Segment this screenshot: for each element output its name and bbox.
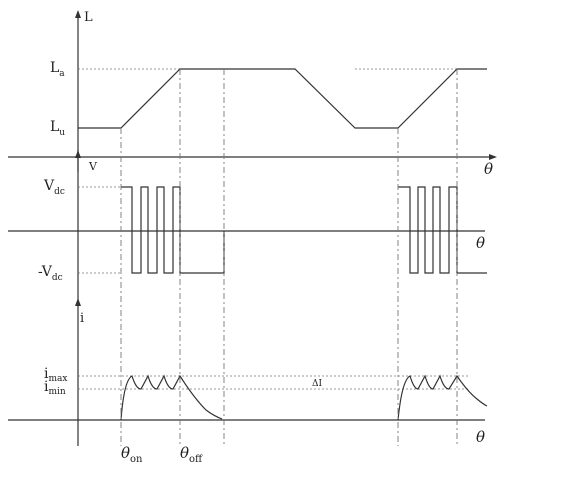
inductance-panel: L La Lu θ	[8, 10, 497, 178]
current-waveform-first	[120, 374, 223, 421]
inductance-axis-arrow	[75, 10, 81, 18]
theta-label-inductance: θ	[484, 160, 493, 178]
current-waveform-second	[397, 374, 488, 421]
level-imax-label: imax	[44, 366, 67, 384]
level-la-label: La	[50, 60, 65, 79]
theta-label-current: θ	[476, 428, 485, 446]
inductance-profile	[78, 68, 487, 129]
voltage-axis-label: V	[88, 160, 98, 173]
current-axis-label: i	[80, 311, 84, 326]
level-imin-label: imin	[44, 379, 66, 397]
level-vdc-label: Vdc	[43, 178, 65, 197]
delta-i-label: ΔI	[312, 379, 322, 389]
theta-on-label: θon	[121, 444, 143, 465]
current-panel: i imax imin ΔI θ	[8, 298, 488, 446]
current-axis-arrow	[75, 298, 81, 306]
voltage-pulse-train-first	[121, 186, 225, 274]
inductance-axis-label: L	[84, 10, 93, 25]
voltage-axis-arrow	[75, 150, 81, 158]
theta-off-label: θoff	[180, 444, 203, 465]
level-lu-label: Lu	[50, 119, 65, 138]
angle-guide-lines	[120, 69, 458, 446]
voltage-panel: V Vdc -Vdc θ	[8, 150, 487, 300]
voltage-pulse-train-second	[398, 186, 487, 274]
theta-axis-inductance-arrow	[489, 154, 497, 160]
level-neg-vdc-label: -Vdc	[38, 264, 63, 283]
theta-label-voltage: θ	[476, 234, 485, 252]
